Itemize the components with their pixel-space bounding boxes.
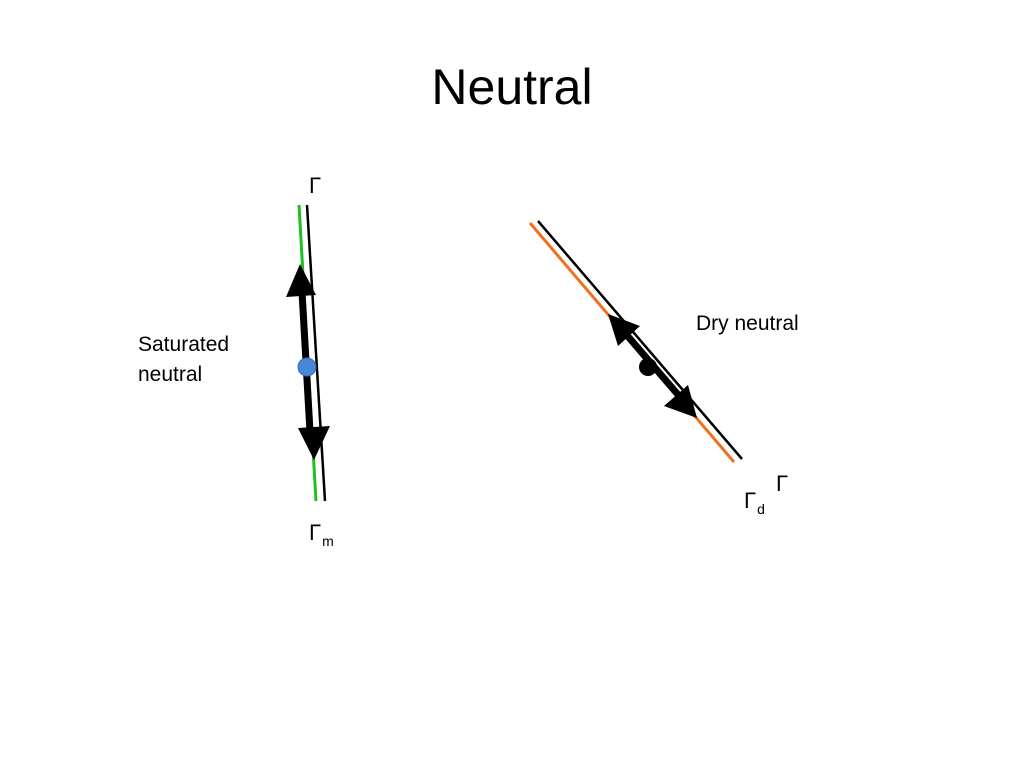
down-arrowhead-left — [298, 426, 330, 460]
saturated-neutral-label: Saturated neutral — [138, 330, 229, 391]
up-arrowhead-right — [608, 314, 640, 346]
environment-lapse-rate-label-right: Γ — [776, 471, 789, 496]
moist-gamma-symbol: Γ — [309, 520, 322, 545]
dry-neutral-label: Dry neutral — [696, 312, 799, 335]
environment-lapse-rate-label-left: Γ — [309, 173, 322, 198]
slide-title: Neutral — [431, 59, 593, 115]
environment-line-right — [537, 220, 743, 460]
down-arrowhead-right — [664, 385, 697, 418]
up-arrowhead-left — [286, 264, 316, 297]
saturated-label-line2: neutral — [138, 363, 203, 387]
saturated-parcel-dot — [297, 357, 317, 377]
dry-gamma-symbol: Γ — [744, 488, 757, 513]
moist-gamma-subscript: m — [322, 533, 334, 549]
dry-parcel-dot — [639, 358, 657, 376]
dry-gamma-subscript: d — [757, 501, 765, 517]
saturated-label-line1: Saturated — [138, 333, 230, 356]
environment-line-left — [305, 204, 327, 502]
dry-adiabatic-lapse-rate-label: Γd — [744, 488, 765, 517]
moist-adiabatic-lapse-rate-label: Γm — [309, 520, 334, 549]
